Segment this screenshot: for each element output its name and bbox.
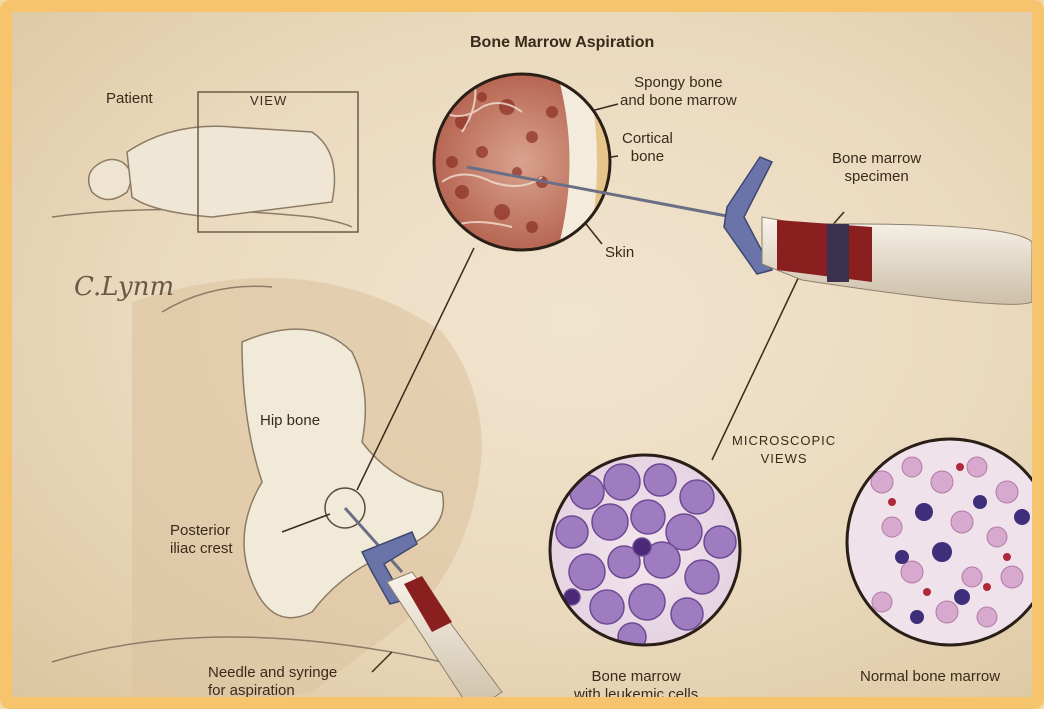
label-hip-bone: Hip bone — [260, 412, 320, 430]
label-normal-marrow: Normal bone marrow — [860, 668, 1000, 686]
label-bone-marrow-specimen: Bone marrow specimen — [832, 150, 921, 186]
label-leukemic-marrow: Bone marrow with leukemic cells — [574, 668, 698, 704]
artist-signature: C.Lynm — [74, 272, 174, 302]
hip-sketch — [52, 278, 482, 705]
diagram-title: Bone Marrow Aspiration — [470, 34, 654, 52]
label-posterior-iliac-crest: Posterior iliac crest — [170, 522, 233, 558]
magnified-bone-circle — [434, 72, 612, 252]
normal-marrow-circle — [847, 439, 1044, 645]
label-microscopic-views: MICROSCOPIC VIEWS — [732, 432, 836, 468]
label-needle-and-syringe: Needle and syringe for aspiration — [208, 664, 337, 700]
label-patient: Patient — [106, 90, 153, 108]
label-view: VIEW — [250, 92, 287, 110]
label-cortical-bone: Cortical bone — [622, 130, 673, 166]
label-spongy-bone: Spongy bone and bone marrow — [620, 74, 737, 110]
leukemic-marrow-circle — [550, 455, 740, 651]
label-skin: Skin — [605, 244, 634, 262]
patient-sketch — [52, 126, 352, 227]
artwork — [12, 12, 1044, 709]
